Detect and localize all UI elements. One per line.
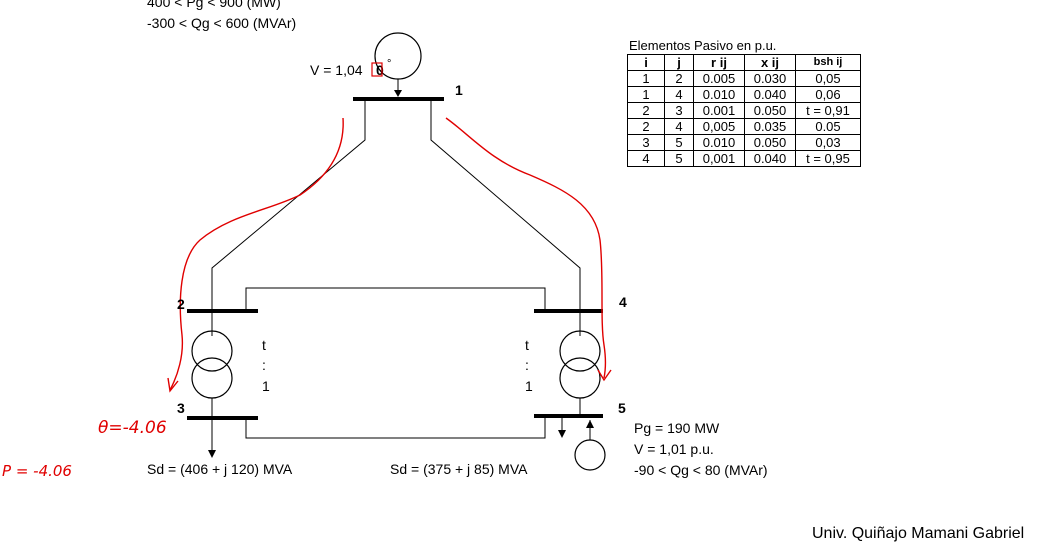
table-cell: 0,03 <box>795 134 861 151</box>
line-1-2 <box>211 99 366 310</box>
annotation-curve-left <box>169 117 344 391</box>
table-cell: 4 <box>664 86 694 103</box>
bus5-number: 5 <box>618 400 626 416</box>
gen5-voltage: V = 1,01 p.u. <box>634 441 714 457</box>
table-cell: 4 <box>627 150 665 167</box>
col-header-r: r ij <box>693 54 745 71</box>
table-cell: 2 <box>627 118 665 135</box>
table-caption: Elementos Pasivo en p.u. <box>629 38 777 53</box>
table-cell: 0.010 <box>693 134 745 151</box>
gen5-arrow-icon <box>586 420 594 428</box>
table-row: 2 3 0.001 0.050 t = 0,91 <box>627 102 861 119</box>
tr-left-one: 1 <box>262 378 270 394</box>
table-cell: 0,005 <box>693 118 745 135</box>
annotation-bus3-power: P = -4.06 <box>2 462 72 480</box>
load5-label: Sd = (375 + j 85) MVA <box>390 461 528 477</box>
bus2-number: 2 <box>177 296 185 312</box>
line-1-4 <box>430 99 581 310</box>
bus3-number: 3 <box>177 400 185 416</box>
table-cell: 2 <box>664 70 694 87</box>
table-cell: 1 <box>627 70 665 87</box>
gen1-qg-limit: -300 < Qg < 600 (MVAr) <box>147 15 297 31</box>
tr-right-one: 1 <box>525 378 533 394</box>
gen5-qg-limit: -90 < Qg < 80 (MVAr) <box>634 462 768 478</box>
table-row: 1 2 0.005 0.030 0,05 <box>627 70 861 87</box>
table-cell: 0.05 <box>795 118 861 135</box>
tr-left-colon: : <box>262 357 266 373</box>
load3-label: Sd = (406 + j 120) MVA <box>147 461 293 477</box>
annotation-arrow-right-icon <box>597 369 612 382</box>
table-cell: 0.040 <box>744 86 796 103</box>
bus1-voltage-label: V = 1,04 <box>310 62 363 78</box>
table-cell: t = 0,91 <box>795 102 861 119</box>
table-cell: 5 <box>664 150 694 167</box>
table-cell: 0,05 <box>795 70 861 87</box>
gen1-arrow-icon <box>394 90 402 97</box>
table-cell: 0.010 <box>693 86 745 103</box>
table-cell: 0.001 <box>693 102 745 119</box>
tr-right-colon: : <box>525 357 529 373</box>
col-header-bsh: bsh ij <box>795 54 861 71</box>
table-cell: 0,001 <box>693 150 745 167</box>
load3-arrow-icon <box>208 450 216 458</box>
table-cell: 3 <box>664 102 694 119</box>
table-cell: 2 <box>627 102 665 119</box>
table-header-row: i j r ij x ij bsh ij <box>627 54 861 71</box>
table-cell: 0.050 <box>744 102 796 119</box>
gen1-pg-limit: 400 < Pg < 900 (MW) <box>147 0 281 10</box>
annotation-arrow-left-icon <box>167 377 179 393</box>
col-header-j: j <box>664 54 694 71</box>
load5-arrow-icon <box>558 430 566 438</box>
bus1-number: 1 <box>455 82 463 98</box>
bus4-number: 4 <box>619 294 627 310</box>
tr-left-t: t <box>262 337 266 353</box>
line-3-5 <box>245 416 546 439</box>
table-cell: 0.030 <box>744 70 796 87</box>
passive-elements-table: i j r ij x ij bsh ij 1 2 0.005 0.030 0,0… <box>627 54 861 167</box>
annotation-bus3-angle: θ=-4.06 <box>98 418 167 438</box>
transformer-left-icon <box>191 330 233 372</box>
table-row: 1 4 0.010 0.040 0,06 <box>627 86 861 103</box>
table-cell: t = 0,95 <box>795 150 861 167</box>
generator-5-icon <box>574 439 606 471</box>
table-row: 4 5 0,001 0.040 t = 0,95 <box>627 150 861 167</box>
table-cell: 1 <box>627 86 665 103</box>
table-cell: 5 <box>664 134 694 151</box>
bus1-degree-label: ° <box>387 58 392 70</box>
col-header-x: x ij <box>744 54 796 71</box>
table-cell: 0.040 <box>744 150 796 167</box>
table-cell: 0.050 <box>744 134 796 151</box>
table-cell: 0,06 <box>795 86 861 103</box>
author-footer: Univ. Quiñajo Mamani Gabriel <box>812 525 1025 542</box>
table-cell: 4 <box>664 118 694 135</box>
col-header-i: i <box>627 54 665 71</box>
table-cell: 3 <box>627 134 665 151</box>
angle-highlight-box <box>371 62 383 77</box>
table-cell: 0.005 <box>693 70 745 87</box>
transformer-right-icon <box>559 330 601 372</box>
tr-right-t: t <box>525 337 529 353</box>
table-row: 2 4 0,005 0.035 0.05 <box>627 118 861 135</box>
table-cell: 0.035 <box>744 118 796 135</box>
gen5-pg: Pg = 190 MW <box>634 420 720 436</box>
line-2-4 <box>245 287 546 311</box>
table-row: 3 5 0.010 0.050 0,03 <box>627 134 861 151</box>
annotation-curve-right <box>445 117 607 379</box>
